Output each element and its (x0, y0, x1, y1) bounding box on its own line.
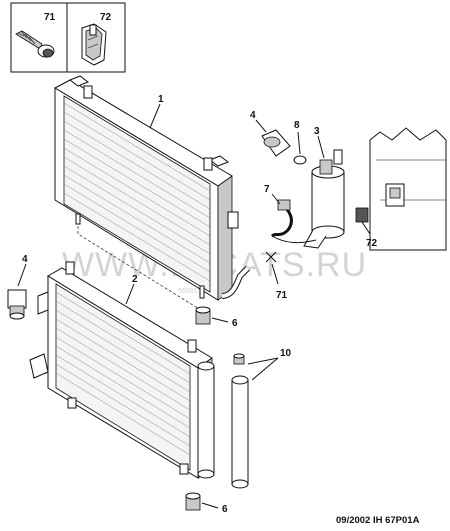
dryer-tubes (197, 353, 279, 489)
callout-3: 3 (314, 126, 320, 137)
drain-plug-upper (195, 306, 229, 325)
callout-8: 8 (294, 120, 300, 131)
fastener-legend-box: 71 72 (10, 2, 126, 73)
drain-plug-lower (185, 492, 219, 511)
callout-4-left: 4 (22, 254, 28, 265)
screw-71-icon (15, 30, 55, 58)
callout-71: 71 (276, 290, 288, 301)
callout-6-upper: 6 (232, 318, 238, 329)
callout-10: 10 (280, 348, 292, 359)
pressure-switch-left (7, 263, 27, 320)
legend-ref-71: 71 (44, 12, 56, 23)
callout-2: 2 (132, 274, 138, 285)
callout-4-top: 4 (250, 110, 256, 121)
clip-72 (355, 207, 371, 235)
radiator-assembly (53, 75, 239, 301)
drawing-code: 09/2002 IH 67P01A (336, 515, 420, 526)
callout-1: 1 (158, 94, 164, 105)
callout-72: 72 (366, 238, 378, 249)
condenser-core-fins (55, 291, 191, 456)
receiver-drier-3 (303, 135, 345, 249)
callout-7: 7 (264, 184, 270, 195)
clip-72-icon (81, 23, 107, 66)
callout-6-lower: 6 (222, 504, 228, 515)
vehicle-body-panel (369, 127, 447, 251)
screw-marker-71 (265, 251, 279, 285)
watermark-small-code: 9650153 (178, 288, 205, 295)
pressure-switch-top (255, 119, 291, 157)
radiator-core-fins (63, 102, 211, 282)
o-ring-8 (293, 131, 307, 165)
legend-ref-72: 72 (100, 12, 112, 23)
wiring-harness-7 (270, 193, 317, 244)
